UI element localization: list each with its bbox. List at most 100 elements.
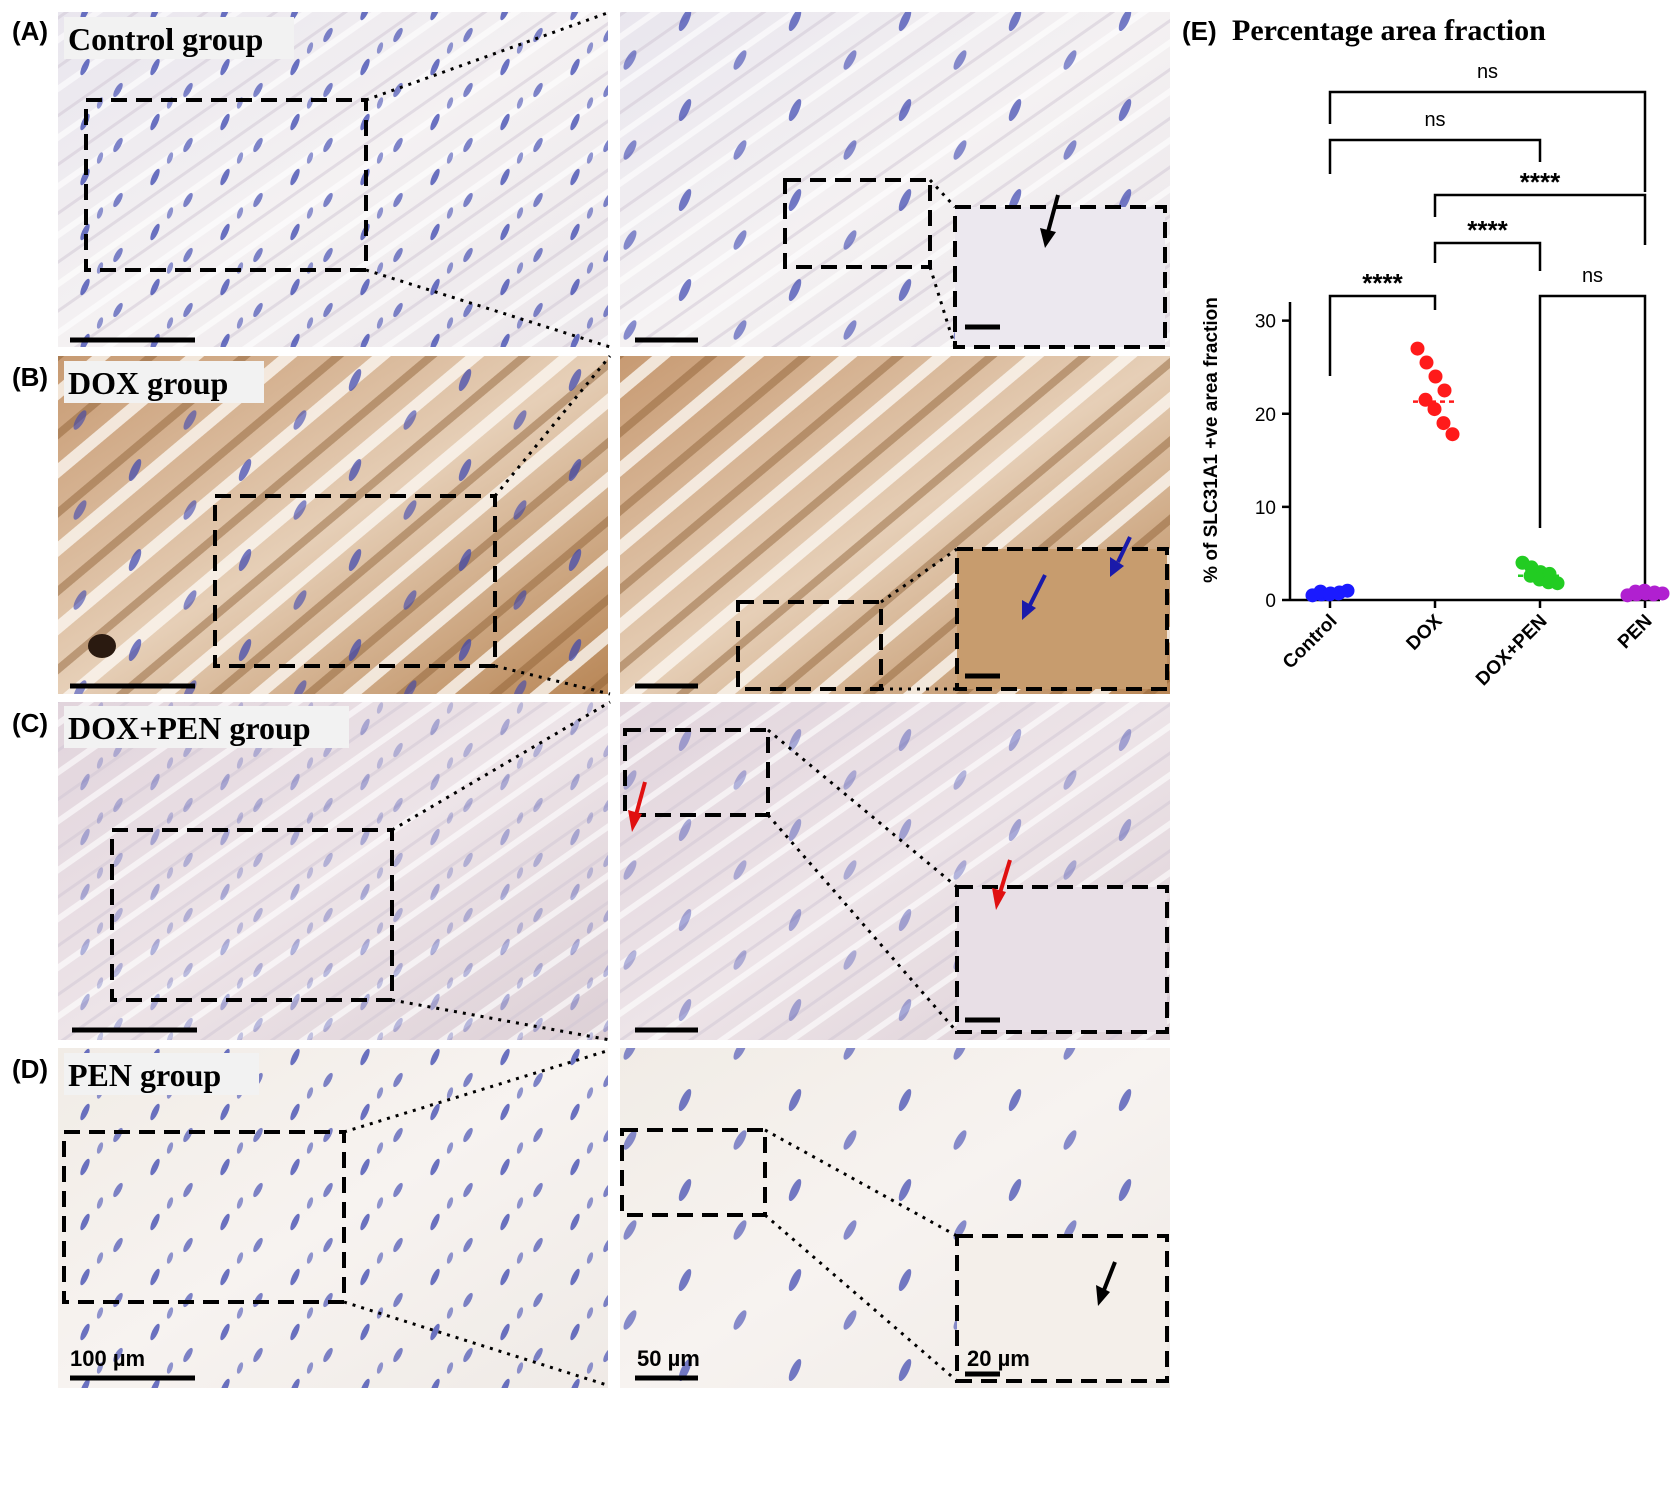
panel-a-title: Control group bbox=[68, 21, 263, 57]
x-tick-label: DOX+PEN bbox=[1472, 611, 1551, 690]
data-point bbox=[1410, 341, 1425, 356]
data-point bbox=[1436, 416, 1451, 431]
comparison-bracket bbox=[1328, 90, 1647, 192]
panel-d: (D) PEN group 100 µm 50 µm 20 µm bbox=[12, 1048, 1170, 1388]
comparison-label: **** bbox=[1467, 215, 1508, 245]
panel-b-arrow-1 bbox=[1028, 574, 1047, 606]
panel-c-arrow-2-head bbox=[992, 888, 1006, 910]
data-point bbox=[1437, 383, 1452, 398]
data-point bbox=[1418, 392, 1433, 407]
panel-b-dark-spot bbox=[88, 634, 116, 658]
panel-a-zoom-line-top bbox=[365, 10, 611, 102]
data-point bbox=[1428, 369, 1443, 384]
panel-d-label: (D) bbox=[12, 1054, 48, 1084]
data-point bbox=[1550, 576, 1565, 591]
data-point bbox=[1445, 427, 1460, 442]
panel-d-zoom-line-bottom bbox=[343, 1300, 611, 1388]
panel-d-arrow-head bbox=[1096, 1285, 1110, 1306]
panel-c-low-mag-nuclei bbox=[58, 702, 608, 1040]
comparison-bracket bbox=[1433, 193, 1647, 245]
panel-a-inset bbox=[953, 205, 1167, 349]
data-point bbox=[1427, 402, 1442, 417]
panel-c-title-box bbox=[64, 706, 349, 748]
panel-b-arrow-2-head bbox=[1110, 557, 1124, 577]
comparison-label: ns bbox=[1582, 265, 1603, 287]
x-tick-label: DOX bbox=[1403, 610, 1447, 654]
panel-d-low-mag-nuclei bbox=[58, 1048, 608, 1388]
comparison-bracket bbox=[1328, 138, 1542, 174]
panel-c-title: DOX+PEN group bbox=[68, 710, 311, 746]
panel-a-roi-box bbox=[84, 98, 368, 272]
panel-c: (C) DOX+PEN group bbox=[12, 700, 1170, 1042]
panel-a-roi-box-2 bbox=[783, 178, 932, 269]
panel-c-roi-box bbox=[110, 828, 394, 1002]
panel-c-inset bbox=[955, 885, 1169, 1034]
panel-b-low-mag-nuclei bbox=[58, 356, 608, 694]
y-ticks: 0 10 20 30 bbox=[1255, 312, 1290, 612]
panel-c-arrow-1 bbox=[634, 781, 647, 816]
panel-a-zoom-line-bottom bbox=[365, 268, 611, 349]
chart-title: Percentage area fraction bbox=[1232, 14, 1546, 47]
panel-a-low-mag-nuclei bbox=[58, 12, 608, 347]
panel-d-title: PEN group bbox=[68, 1057, 221, 1093]
panel-d-title-box bbox=[64, 1053, 259, 1095]
panel-b-roi-box bbox=[213, 494, 497, 668]
comparison-label: ns bbox=[1477, 61, 1498, 83]
panel-d-zoom-line-2b bbox=[764, 1213, 958, 1383]
panel-c-label: (C) bbox=[12, 708, 48, 738]
x-tick-label: PEN bbox=[1614, 611, 1656, 653]
panel-d-inset bbox=[955, 1234, 1169, 1383]
scalebar-label-low: 100 µm bbox=[70, 1346, 145, 1371]
comparison-bracket bbox=[1433, 241, 1542, 271]
panel-a-title-box bbox=[64, 17, 294, 59]
data-points bbox=[1305, 341, 1670, 603]
panel-a-zoom-line-2a bbox=[928, 178, 957, 209]
panel-d-arrow bbox=[1102, 1261, 1117, 1291]
panel-b-zoom-line-bottom bbox=[494, 664, 611, 696]
panel-b: (B) DOX group bbox=[12, 355, 1170, 696]
panel-d-zoom-line-2a bbox=[764, 1128, 958, 1238]
comparison-bracket bbox=[1328, 294, 1437, 376]
comparison-bracket bbox=[1538, 294, 1647, 585]
panel-d-roi-box bbox=[62, 1130, 346, 1304]
y-tick-label: 0 bbox=[1265, 591, 1276, 612]
panel-b-title-box bbox=[64, 361, 264, 403]
comparison-label: ns bbox=[1424, 109, 1445, 131]
comparison-label: **** bbox=[1362, 268, 1403, 298]
panel-b-label: (B) bbox=[12, 362, 48, 392]
y-tick-label: 20 bbox=[1255, 405, 1276, 426]
comparison-label: **** bbox=[1520, 167, 1561, 197]
panel-b-zoom-line-top bbox=[493, 355, 612, 497]
scalebar-label-mid: 50 µm bbox=[637, 1346, 700, 1371]
panel-b-title: DOX group bbox=[68, 365, 228, 401]
panel-c-zoom-line-bottom bbox=[391, 998, 611, 1042]
panel-a-arrow bbox=[1046, 194, 1060, 233]
panel-c-zoom-line-top bbox=[391, 700, 611, 832]
panel-e-label: (E) bbox=[1182, 16, 1217, 46]
panel-b-roi-box-2 bbox=[736, 600, 883, 691]
panel-c-arrow-2 bbox=[998, 859, 1012, 894]
panel-a: (A) Control group bbox=[12, 10, 1170, 349]
panel-b-zoom-line-2a bbox=[880, 547, 958, 604]
data-point bbox=[1419, 355, 1434, 370]
panel-a-arrow-head bbox=[1040, 228, 1056, 248]
panel-b-arrow-1-head bbox=[1022, 600, 1036, 620]
x-tick-label: Control bbox=[1279, 611, 1342, 674]
panel-b-arrow-2 bbox=[1116, 536, 1132, 563]
panel-c-arrow-1-head bbox=[628, 810, 642, 832]
panel-b-inset bbox=[955, 547, 1169, 691]
significance-brackets: ns ns **** **** **** ns bbox=[1328, 61, 1647, 585]
panel-a-label: (A) bbox=[12, 16, 48, 46]
scalebar-label-high: 20 µm bbox=[967, 1346, 1030, 1371]
y-tick-label: 10 bbox=[1255, 498, 1276, 519]
x-ticks: Control DOX DOX+PEN PEN bbox=[1279, 600, 1657, 690]
panel-d-zoom-line-top bbox=[343, 1048, 611, 1134]
panel-e-chart: (E) Percentage area fraction % of SLC31A… bbox=[1182, 14, 1670, 690]
panel-d-roi-box-2 bbox=[620, 1128, 767, 1217]
y-tick-label: 30 bbox=[1255, 312, 1276, 333]
panel-c-roi-box-2 bbox=[623, 728, 770, 817]
data-point bbox=[1340, 583, 1355, 598]
y-axis-label: % of SLC31A1 +ve area fraction bbox=[1201, 297, 1222, 583]
panel-c-zoom-line-2b bbox=[766, 814, 959, 1033]
